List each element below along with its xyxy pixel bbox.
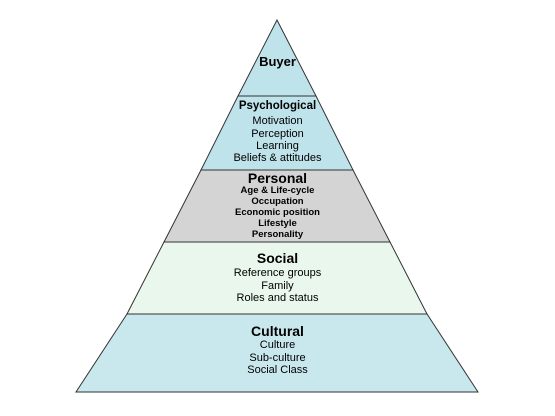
personal-item-occupation: Occupation xyxy=(251,196,304,207)
social-item-roles: Roles and status xyxy=(236,292,319,304)
buyer-title: Buyer xyxy=(259,54,296,69)
cultural-item-social-class: Social Class xyxy=(247,364,308,376)
cultural-item-culture: Culture xyxy=(259,339,296,351)
psychological-item-perception: Perception xyxy=(251,128,304,140)
social-title: Social xyxy=(256,250,299,266)
personal-item-lifestyle: Lifestyle xyxy=(258,218,297,229)
social-item-reference-groups: Reference groups xyxy=(233,267,322,279)
personal-title: Personal xyxy=(247,170,308,186)
psychological-item-learning: Learning xyxy=(256,140,299,152)
personal-item-age: Age & Life-cycle xyxy=(240,185,315,196)
social-item-family: Family xyxy=(261,280,294,292)
psychological-item-motivation: Motivation xyxy=(252,115,303,127)
level-cultural-shape xyxy=(75,313,479,393)
cultural-title: Cultural xyxy=(251,323,304,339)
personal-item-economic: Economic position xyxy=(235,207,320,218)
cultural-item-subculture: Sub-culture xyxy=(249,352,306,364)
personal-item-personality: Personality xyxy=(251,229,304,240)
psychological-title: Psychological xyxy=(238,100,317,112)
psychological-item-beliefs: Beliefs & attitudes xyxy=(233,152,322,164)
